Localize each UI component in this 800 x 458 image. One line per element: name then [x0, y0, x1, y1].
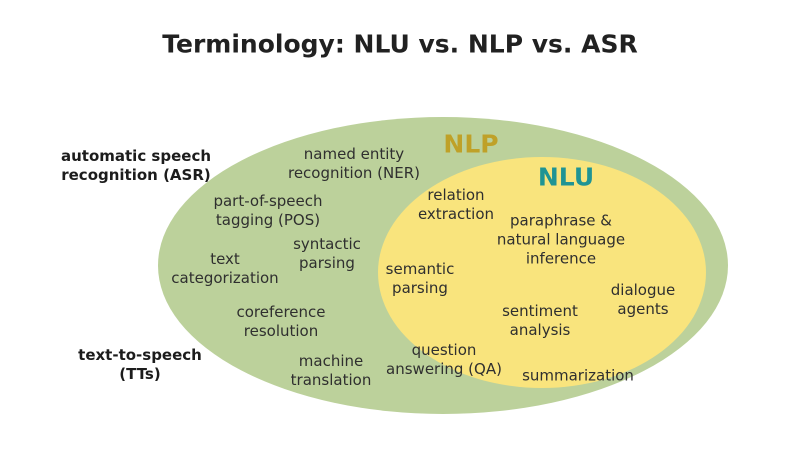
- label-coreference-resolution: coreference resolution: [236, 303, 326, 340]
- nlu-set-label: NLU: [537, 162, 595, 192]
- label-summarization: summarization: [522, 366, 634, 385]
- label-syntactic-parsing: syntactic parsing: [293, 235, 361, 272]
- nlu-ellipse: [378, 157, 706, 388]
- label-automatic-speech-recognition: automatic speech recognition (ASR): [60, 147, 212, 184]
- label-sentiment-analysis: sentiment analysis: [502, 302, 578, 339]
- label-question-answering: question answering (QA): [386, 341, 502, 378]
- label-relation-extraction: relation extraction: [417, 186, 495, 223]
- page-title: Terminology: NLU vs. NLP vs. ASR: [162, 29, 638, 59]
- nlp-set-label: NLP: [443, 129, 499, 159]
- label-text-categorization: text categorization: [171, 250, 279, 287]
- label-named-entity-recognition: named entity recognition (NER): [287, 145, 421, 182]
- label-part-of-speech-tagging: part-of-speech tagging (POS): [213, 192, 323, 229]
- label-paraphrase-nli: paraphrase & natural language inference: [496, 211, 626, 268]
- label-machine-translation: machine translation: [290, 352, 372, 389]
- label-text-to-speech: text-to-speech (TTs): [78, 346, 202, 383]
- label-dialogue-agents: dialogue agents: [610, 281, 676, 318]
- label-semantic-parsing: semantic parsing: [385, 260, 455, 297]
